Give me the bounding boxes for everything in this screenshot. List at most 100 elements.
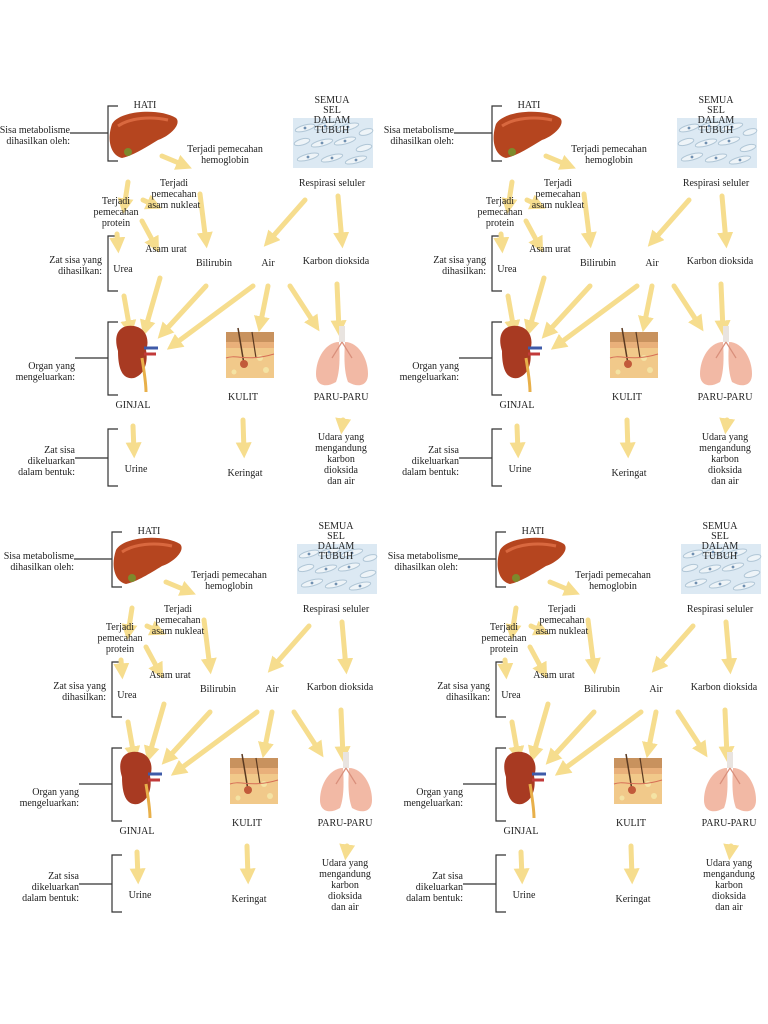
- skin-illustration: [229, 753, 279, 804]
- left-brackets: [70, 105, 118, 487]
- substance-urea: Urea: [117, 690, 137, 701]
- bracket-waste-produced: [495, 661, 506, 718]
- substance-urea: Urea: [501, 690, 521, 701]
- left-brackets: [74, 531, 122, 913]
- organ-skin-label: KULIT: [612, 392, 642, 403]
- output-breath: Udara yang mengandung karbon dioksida da…: [315, 432, 367, 487]
- liver-illustration: [493, 111, 562, 158]
- diagram-artwork: [458, 531, 762, 913]
- kidney-illustration: [500, 325, 542, 393]
- substance-co2: Karbon dioksida: [302, 256, 370, 267]
- organ-skin-label: KULIT: [228, 392, 258, 403]
- process-protein: Terjadi pemecahan protein: [481, 622, 527, 655]
- label-waste-by: Sisa metabolisme dihasilkan oleh:: [383, 125, 454, 147]
- substance-water: Air: [645, 258, 659, 269]
- substance-co2: Karbon dioksida: [690, 682, 758, 693]
- organ-skin-label: KULIT: [232, 818, 262, 829]
- process-respiration: Respirasi seluler: [686, 604, 754, 615]
- process-hemoglobin: Terjadi pemecahan hemoglobin: [191, 570, 267, 592]
- all-cells-title: SEMUA SEL DALAM TUBUH: [701, 521, 739, 562]
- output-breath: Udara yang mengandung karbon dioksida da…: [699, 432, 751, 487]
- label-excreted-form: Zat sisa dikeluarkan dalam bentuk:: [406, 871, 463, 904]
- organ-kidney-label: GINJAL: [503, 826, 539, 837]
- kidney-illustration: [116, 325, 158, 393]
- substance-uric-acid: Asam urat: [145, 244, 187, 255]
- diagram-artwork: [74, 531, 378, 913]
- process-respiration: Respirasi seluler: [302, 604, 370, 615]
- substance-bilirubin: Bilirubin: [199, 684, 237, 695]
- output-urine: Urine: [124, 464, 148, 475]
- liver-title: HATI: [133, 100, 157, 111]
- label-organ: Organ yang mengeluarkan:: [403, 787, 463, 809]
- label-waste-produced: Zat sisa yang dihasilkan:: [53, 681, 106, 703]
- process-protein: Terjadi pemecahan protein: [97, 622, 143, 655]
- skin-illustration: [225, 327, 275, 378]
- output-urine: Urine: [508, 464, 532, 475]
- bracket-organ: [111, 747, 122, 822]
- body-cells-illustration: [677, 118, 758, 168]
- organ-lungs-label: PARU-PARU: [313, 392, 369, 403]
- process-respiration: Respirasi seluler: [682, 178, 750, 189]
- label-waste-produced: Zat sisa yang dihasilkan:: [433, 255, 486, 277]
- liver-illustration: [109, 111, 178, 158]
- bracket-waste-produced: [107, 235, 118, 292]
- lungs-illustration: [316, 326, 368, 386]
- output-sweat: Keringat: [227, 468, 263, 479]
- substance-co2: Karbon dioksida: [686, 256, 754, 267]
- label-excreted-form: Zat sisa dikeluarkan dalam bentuk:: [22, 871, 79, 904]
- output-sweat: Keringat: [231, 894, 267, 905]
- body-cells-illustration: [681, 544, 762, 594]
- organ-lungs-label: PARU-PARU: [697, 392, 753, 403]
- process-nucleic-acid: Terjadi pemecahan asam nukleat: [535, 604, 589, 637]
- liver-title: HATI: [521, 526, 545, 537]
- substance-co2: Karbon dioksida: [306, 682, 374, 693]
- process-hemoglobin: Terjadi pemecahan hemoglobin: [571, 144, 647, 166]
- liver-title: HATI: [137, 526, 161, 537]
- substance-bilirubin: Bilirubin: [195, 258, 233, 269]
- substance-water: Air: [265, 684, 279, 695]
- left-brackets: [454, 105, 502, 487]
- organ-kidney-label: GINJAL: [119, 826, 155, 837]
- process-protein: Terjadi pemecahan protein: [477, 196, 523, 229]
- process-protein: Terjadi pemecahan protein: [93, 196, 139, 229]
- bracket-organ: [495, 747, 506, 822]
- skin-illustration: [613, 753, 663, 804]
- output-urine: Urine: [128, 890, 152, 901]
- process-hemoglobin: Terjadi pemecahan hemoglobin: [187, 144, 263, 166]
- substance-urea: Urea: [113, 264, 133, 275]
- process-nucleic-acid: Terjadi pemecahan asam nukleat: [147, 178, 201, 211]
- label-excreted-form: Zat sisa dikeluarkan dalam bentuk:: [18, 445, 75, 478]
- label-waste-by: Sisa metabolisme dihasilkan oleh:: [3, 551, 74, 573]
- output-sweat: Keringat: [615, 894, 651, 905]
- excretion-diagram-panel-4: HATI SEMUA SEL DALAM TUBUH Sisa metaboli…: [388, 522, 768, 952]
- lungs-illustration: [700, 326, 752, 386]
- bracket-excreted-form: [111, 854, 122, 913]
- substance-bilirubin: Bilirubin: [583, 684, 621, 695]
- label-organ: Organ yang mengeluarkan:: [19, 787, 79, 809]
- label-organ: Organ yang mengeluarkan:: [15, 361, 75, 383]
- output-breath: Udara yang mengandung karbon dioksida da…: [319, 858, 371, 913]
- process-nucleic-acid: Terjadi pemecahan asam nukleat: [151, 604, 205, 637]
- bracket-waste-produced: [111, 661, 122, 718]
- label-excreted-form: Zat sisa dikeluarkan dalam bentuk:: [402, 445, 459, 478]
- bracket-waste-produced: [491, 235, 502, 292]
- process-respiration: Respirasi seluler: [298, 178, 366, 189]
- flow-arrows: [113, 579, 356, 885]
- liver-illustration: [497, 537, 566, 584]
- liver-illustration: [113, 537, 182, 584]
- process-nucleic-acid: Terjadi pemecahan asam nukleat: [531, 178, 585, 211]
- flow-arrows: [493, 153, 736, 459]
- substance-uric-acid: Asam urat: [149, 670, 191, 681]
- liver-title: HATI: [517, 100, 541, 111]
- organ-skin-label: KULIT: [616, 818, 646, 829]
- substance-bilirubin: Bilirubin: [579, 258, 617, 269]
- bracket-excreted-form: [107, 428, 118, 487]
- diagram-artwork: [70, 105, 374, 487]
- left-brackets: [458, 531, 506, 913]
- bracket-organ: [107, 321, 118, 396]
- label-organ: Organ yang mengeluarkan:: [399, 361, 459, 383]
- diagram-artwork: [454, 105, 758, 487]
- output-breath: Udara yang mengandung karbon dioksida da…: [703, 858, 755, 913]
- body-cells-illustration: [297, 544, 378, 594]
